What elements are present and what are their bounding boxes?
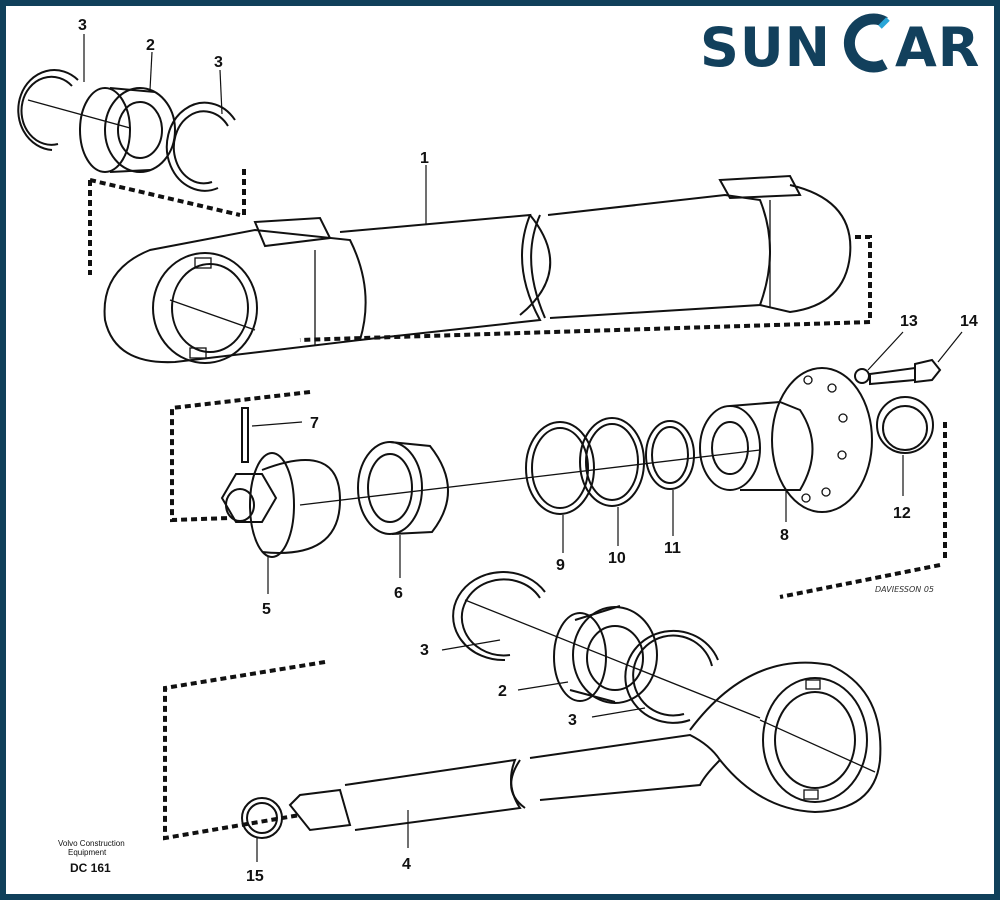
callout-14: 14 bbox=[960, 313, 978, 330]
seal-ring-10 bbox=[579, 417, 645, 507]
circlip-3-lower-left bbox=[452, 571, 546, 662]
cylinder-head-8 bbox=[699, 367, 873, 513]
logo-c-icon bbox=[843, 13, 890, 73]
callout-6: 6 bbox=[394, 585, 403, 602]
callout-9: 9 bbox=[556, 557, 565, 574]
callout-3: 3 bbox=[214, 54, 223, 71]
suncar-logo: SUN AR bbox=[700, 13, 980, 79]
callout-3: 3 bbox=[420, 642, 429, 659]
wiper-12 bbox=[876, 396, 934, 454]
callout-5: 5 bbox=[262, 601, 271, 618]
pin-7 bbox=[241, 407, 249, 463]
callout-2: 2 bbox=[498, 683, 507, 700]
piston-nut-5 bbox=[220, 452, 342, 558]
circlip-3-top-left bbox=[17, 69, 79, 151]
bearing-2-lower bbox=[553, 605, 658, 704]
callout-1: 1 bbox=[420, 150, 429, 167]
callout-7: 7 bbox=[310, 415, 319, 432]
callout-15: 15 bbox=[246, 868, 264, 885]
top-bearing-group bbox=[17, 69, 236, 192]
bolt-14 bbox=[869, 358, 942, 386]
logo-text-right: AR bbox=[895, 16, 980, 79]
callout-10: 10 bbox=[608, 550, 626, 567]
circlip-3-lower-right bbox=[624, 629, 719, 724]
bearing-2-top bbox=[79, 87, 176, 173]
washer-13 bbox=[854, 368, 870, 384]
cylinder-barrel-1 bbox=[103, 174, 852, 364]
maker-line-2: Equipment bbox=[68, 848, 107, 857]
piston-rod-4 bbox=[288, 661, 882, 832]
seal-ring-11 bbox=[645, 420, 695, 490]
lower-bearing-group bbox=[452, 571, 761, 724]
callout-11: 11 bbox=[664, 540, 681, 557]
maker-line-1: Volvo Construction bbox=[58, 839, 125, 848]
callout-4: 4 bbox=[402, 856, 411, 873]
callout-3: 3 bbox=[568, 712, 577, 729]
guide-ring-6 bbox=[357, 441, 449, 535]
callout-12: 12 bbox=[893, 505, 911, 522]
seal-ring-9 bbox=[525, 421, 595, 515]
logo-text-left: SUN bbox=[700, 16, 831, 79]
draftsman-signature: DAVIESSON 05 bbox=[875, 585, 934, 594]
callout-2: 2 bbox=[146, 37, 155, 54]
callout-13: 13 bbox=[900, 313, 918, 330]
drawing-code: DC 161 bbox=[70, 861, 111, 875]
callout-3: 3 bbox=[78, 17, 87, 34]
circlip-3-top-right bbox=[165, 101, 236, 192]
callout-8: 8 bbox=[780, 527, 789, 544]
